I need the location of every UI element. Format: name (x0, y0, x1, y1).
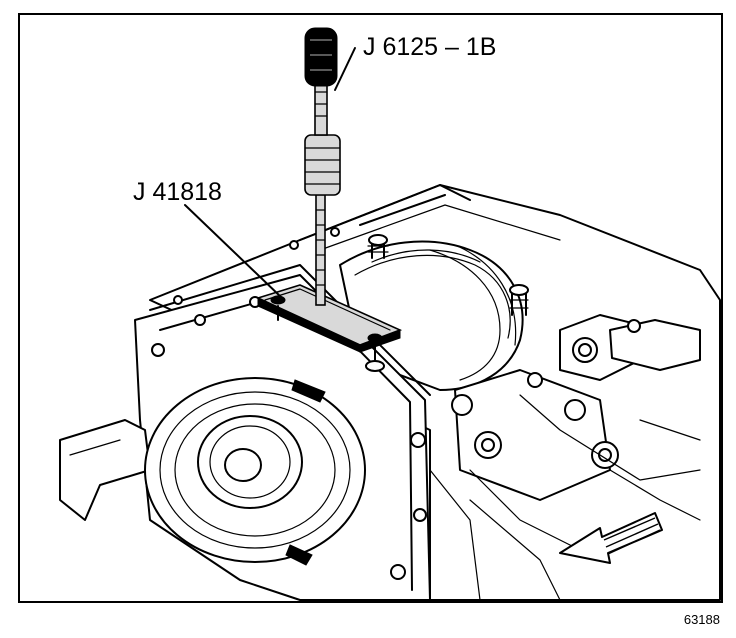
callout-j41818: J 41818 (133, 178, 222, 206)
slide-hammer-j6125-1b (304, 27, 341, 306)
stud-right (509, 284, 529, 316)
stud-left (367, 234, 389, 259)
leader-line-tool-top (334, 47, 356, 91)
front-direction-arrow-icon (559, 512, 663, 564)
tool-plate-j41818 (255, 284, 403, 372)
leader-line-tool-plate (184, 204, 283, 299)
figure-frame (18, 13, 723, 603)
figure-number: 63188 (684, 612, 720, 627)
callout-j6125-1b: J 6125 – 1B (363, 33, 496, 61)
